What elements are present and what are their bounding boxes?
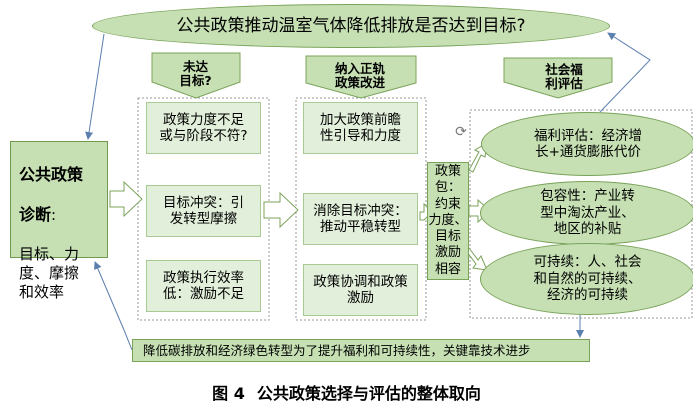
bottom-banner: 降低碳排放和经济绿色转型为了提升福利和可持续性，关键靠技术进步 xyxy=(132,339,590,362)
header-unmet-shape xyxy=(151,52,241,99)
header-unmet: 未达 目标? xyxy=(179,58,212,88)
arrow-diagnosis-to-unmet xyxy=(109,180,143,218)
header-reform: 纳入正轨 政策改进 xyxy=(334,60,385,90)
diagnosis-body: 目标、力 度、摩擦 和效率 xyxy=(19,244,80,301)
policy-package-box: 政策 包： 约束 力度、 目标 激励 相容 xyxy=(427,162,469,280)
unmet-item: 目标冲突：引 发转型摩擦 xyxy=(146,185,261,237)
figure-label: 图 4 xyxy=(212,384,245,404)
welfare-item: 包容性：产业转 型中淘汰产业、 地区的补贴 xyxy=(480,181,693,245)
line-title-to-diagnosis xyxy=(85,33,105,140)
figure-caption: 图 4 公共政策选择与评估的整体取向 xyxy=(0,381,693,407)
welfare-item: 可持续：人、社会 和自然的可持续、 经济的可持续 xyxy=(480,243,693,315)
figure-title: 公共政策选择与评估的整体取向 xyxy=(256,384,481,404)
diagnosis-heading-2: 诊断 xyxy=(19,204,52,224)
rotate-handle-icon[interactable]: ⟳ xyxy=(455,124,467,141)
arrow-package-to-welfare-3 xyxy=(466,247,488,271)
diagnosis-box: 公共政策 诊断: 目标、力 度、摩擦 和效率 xyxy=(10,141,108,301)
arrow-unmet-to-reform xyxy=(263,191,299,229)
unmet-item: 政策力度不足 或与阶段不符? xyxy=(146,102,261,154)
reform-item: 加大政策前瞻 性引导和力度 xyxy=(303,102,418,154)
header-welfare-shape xyxy=(503,57,613,99)
header-welfare: 社会福 利评估 xyxy=(545,61,583,91)
welfare-item: 福利评估：经济增 长+通货膨胀代价 xyxy=(481,112,693,176)
diagnosis-heading-1: 公共政策 xyxy=(19,165,84,185)
header-reform-shape xyxy=(305,55,417,99)
title-question: 公共政策推动温室气体降低排放是否达到目标? xyxy=(92,4,610,48)
unmet-item: 政策执行效率 低：激励不足 xyxy=(146,260,261,312)
reform-item: 政策协调和政策 激励 xyxy=(303,264,418,316)
line-banner-to-diagnosis xyxy=(94,261,133,351)
line-welfare-to-title xyxy=(599,32,651,113)
reform-item: 消除目标冲突： 推动平稳转型 xyxy=(303,193,418,245)
